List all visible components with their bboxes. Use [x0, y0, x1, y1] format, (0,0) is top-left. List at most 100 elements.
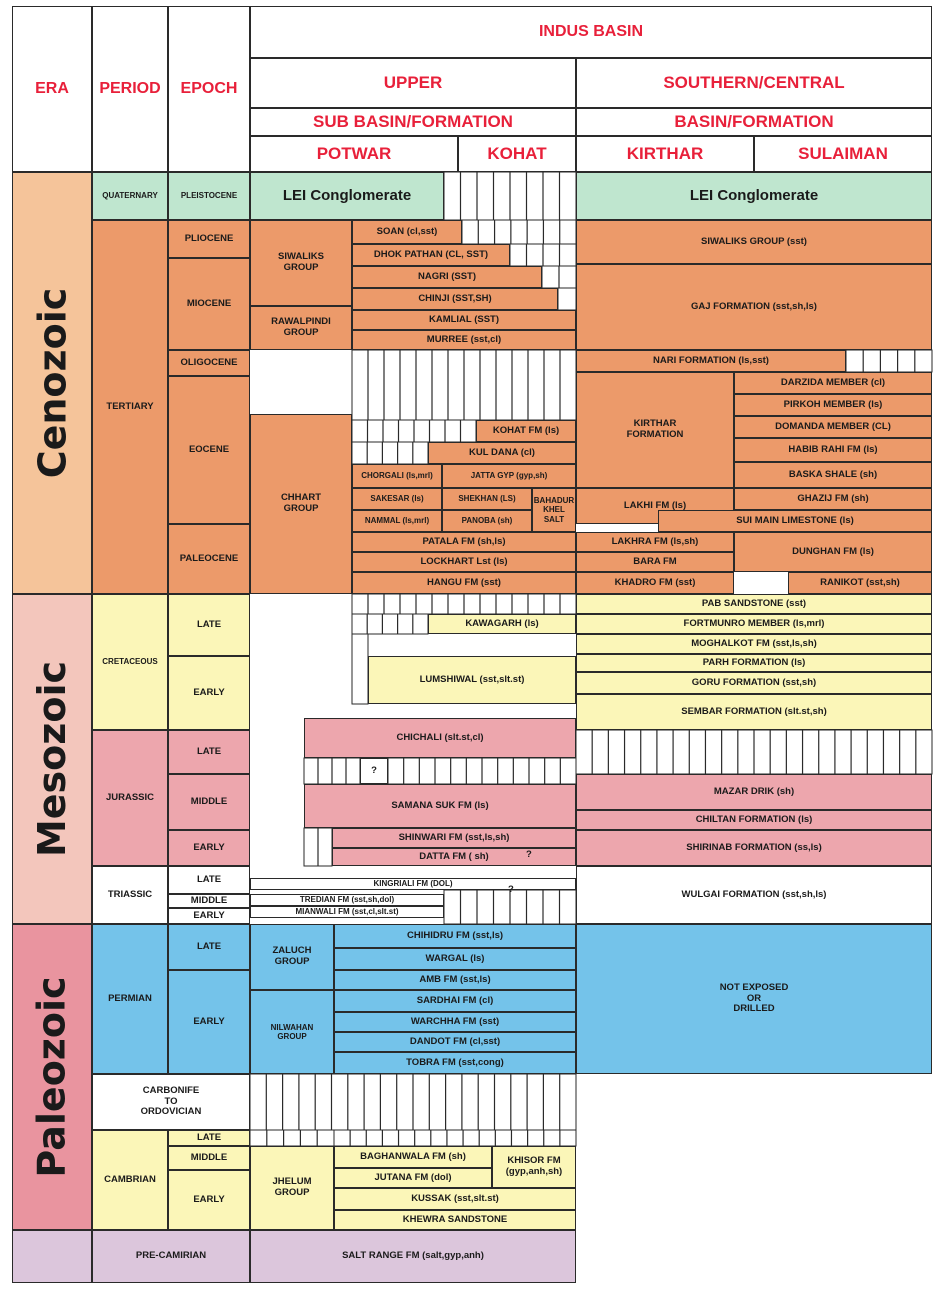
southern-kirthar-formation-label: KIRTHAR FORMATION	[626, 418, 684, 440]
upper-kamlial: KAMLIAL (SST)	[352, 310, 576, 330]
period-tertiary: TERTIARY	[92, 220, 168, 594]
epoch-pliocene: PLIOCENE	[168, 220, 250, 258]
epoch-paleocene-label: PALEOCENE	[179, 552, 239, 564]
upper-jhelum-group-label: JHELUM GROUP	[272, 1176, 312, 1198]
upper-kamlial-label: KAMLIAL (SST)	[428, 313, 499, 325]
southern-lakhi: LAKHI FM (ls)	[576, 488, 734, 524]
period-permian: PERMIAN	[92, 924, 168, 1074]
upper-kohat-fm: KOHAT FM (ls)	[476, 420, 576, 442]
upper-amb: AMB FM (sst,ls)	[334, 970, 576, 990]
upper-kul-dana: KUL DANA (cl)	[428, 442, 576, 464]
period-permian-label: PERMIAN	[108, 992, 152, 1004]
upper-nilwahan-group: NILWAHAN GROUP	[250, 990, 334, 1074]
period-jurassic-label: JURASSIC	[105, 791, 155, 803]
southern-goru: GORU FORMATION (sst,sh)	[576, 672, 932, 694]
southern-baska-label: BASKA SHALE (sh)	[788, 468, 878, 480]
upper-nilwahan-group-label: NILWAHAN GROUP	[270, 1022, 314, 1041]
upper-datta-label: DATTA FM ( sh)	[419, 850, 489, 862]
upper-kohat-fm-label: KOHAT FM (ls)	[492, 424, 560, 436]
southern-ghazij: GHAZIJ FM (sh)	[734, 488, 932, 510]
epoch-header-label: EPOCH	[180, 79, 238, 97]
period-precambrian: PRE-CAMIRIAN	[92, 1230, 250, 1283]
upper-chihidru-label: CHIHIDRU FM (sst,ls)	[406, 929, 504, 941]
southern-wulgai-label: WULGAI FORMATION (sst,sh,ls)	[681, 888, 827, 900]
upper-jhelum-group: JHELUM GROUP	[250, 1146, 334, 1230]
period-carbonife: CARBONIFE TO ORDOVICIAN	[92, 1074, 250, 1130]
southern-ghazij-label: GHAZIJ FM (sh)	[797, 492, 869, 504]
upper-lumshiwal: LUMSHIWAL (sst,slt.st)	[368, 656, 576, 704]
upper-sardhai-label: SARDHAI FM (cl)	[416, 994, 494, 1006]
upper-chinji: CHINJI (SST,SH)	[352, 288, 558, 310]
era-mesozoic	[12, 594, 92, 924]
upper-chorgali-label: CHORGALI (ls,mrl)	[361, 471, 433, 481]
kingriali-question-mark: ?	[508, 884, 514, 895]
epoch-pleistocene: PLEISTOCENE	[168, 172, 250, 220]
upper-datta: DATTA FM ( sh)	[332, 848, 576, 866]
upper-lockhart: LOCKHART Lst (ls)	[352, 552, 576, 572]
southern-pab-label: PAB SANDSTONE (sst)	[701, 597, 807, 609]
sulaiman-header: SULAIMAN	[754, 136, 932, 172]
period-quaternary-label: QUATERNARY	[102, 191, 158, 201]
upper-patala-label: PATALA FM (sh,ls)	[422, 535, 506, 547]
upper-kul-dana-label: KUL DANA (cl)	[469, 446, 535, 458]
epoch-permian-early: EARLY	[168, 970, 250, 1074]
gap-region	[351, 441, 429, 465]
upper-murree: MURREE (sst,cl)	[352, 330, 576, 350]
epoch-miocene-label: MIOCENE	[186, 297, 232, 309]
upper-sardhai: SARDHAI FM (cl)	[334, 990, 576, 1012]
upper-chichali: CHICHALI (slt.st,cl)	[304, 718, 576, 758]
upper-panoba-label: PANOBA (sh)	[461, 516, 513, 526]
gap-region	[557, 287, 577, 311]
upper-header: UPPER	[250, 58, 576, 108]
upper-bahadur-label: BAHADUR KHEL SALT	[533, 496, 575, 524]
southern-not-exposed-label: NOT EXPOSED OR DRILLED	[719, 981, 789, 1015]
upper-salt-range-label: SALT RANGE FM (salt,gyp,anh)	[342, 1250, 484, 1262]
epoch-cambrian-late: LATE	[168, 1130, 250, 1146]
southern-sui-main-label: SUI MAIN LIMESTONE (ls)	[736, 514, 854, 526]
upper-chhart-group-label: CHHART GROUP	[280, 492, 322, 514]
upper-dhok-pathan-label: DHOK PATHAN (CL, SST)	[373, 248, 489, 260]
period-cambrian-label: CAMBRIAN	[104, 1173, 156, 1185]
kohat-header-label: KOHAT	[487, 144, 547, 164]
period-triassic: TRIASSIC	[92, 866, 168, 924]
epoch-triassic-late: LATE	[168, 866, 250, 894]
epoch-pliocene-label: PLIOCENE	[184, 232, 234, 244]
upper-rawalpindi-group: RAWALPINDI GROUP	[250, 306, 352, 350]
era-paleozoic	[12, 924, 92, 1230]
upper-jutana-label: JUTANA FM (dol)	[374, 1171, 452, 1183]
southern-fortmunro: FORTMUNRO MEMBER (ls,mrl)	[576, 614, 932, 634]
epoch-cambrian-middle-label: MIDDLE	[190, 1151, 228, 1163]
upper-baghanwala: BAGHANWALA FM (sh)	[334, 1146, 492, 1168]
upper-patala: PATALA FM (sh,ls)	[352, 532, 576, 552]
epoch-jurassic-late: LATE	[168, 730, 250, 774]
epoch-permian-late-label: LATE	[196, 940, 222, 952]
epoch-cambrian-middle: MIDDLE	[168, 1146, 250, 1170]
indus-basin-header: INDUS BASIN	[250, 6, 932, 58]
upper-chihidru: CHIHIDRU FM (sst,ls)	[334, 924, 576, 948]
southern-not-exposed: NOT EXPOSED OR DRILLED	[576, 924, 932, 1074]
southern-pirkoh: PIRKOH MEMBER (ls)	[734, 394, 932, 416]
upper-samana-suk: SAMANA SUK FM (ls)	[304, 784, 576, 828]
epoch-miocene: MIOCENE	[168, 258, 250, 350]
upper-siwaliks-group: SIWALIKS GROUP	[250, 220, 352, 306]
upper-kussak-label: KUSSAK (sst,slt.st)	[411, 1192, 499, 1204]
era-paleozoic-label-wrap: Paleozoic	[12, 924, 92, 1230]
period-triassic-label: TRIASSIC	[107, 888, 153, 900]
southern-wulgai: WULGAI FORMATION (sst,sh,ls)	[576, 866, 932, 924]
southern-gaj-label: GAJ FORMATION (sst,sh,ls)	[691, 300, 817, 312]
epoch-cambrian-early-label: EARLY	[193, 1193, 225, 1205]
kirthar-header-label: KIRTHAR	[626, 144, 704, 164]
upper-wargal: WARGAL (ls)	[334, 948, 576, 970]
upper-samana-suk-label: SAMANA SUK FM (ls)	[391, 799, 489, 811]
southern-domanda: DOMANDA MEMBER (CL)	[734, 416, 932, 438]
sub-basin-formation-header-label: SUB BASIN/FORMATION	[313, 112, 513, 132]
epoch-oligocene: OLIGOCENE	[168, 350, 250, 376]
epoch-triassic-middle: MIDDLE	[168, 894, 250, 908]
southern-goru-label: GORU FORMATION (sst,sh)	[691, 676, 817, 688]
upper-kussak: KUSSAK (sst,slt.st)	[334, 1188, 576, 1210]
gap-region	[249, 1129, 335, 1147]
southern-darzida-label: DARZIDA MEMBER (cl)	[780, 376, 886, 388]
era-header: ERA	[12, 6, 92, 172]
southern-baska: BASKA SHALE (sh)	[734, 462, 932, 488]
epoch-jurassic-early-label: EARLY	[193, 841, 225, 853]
